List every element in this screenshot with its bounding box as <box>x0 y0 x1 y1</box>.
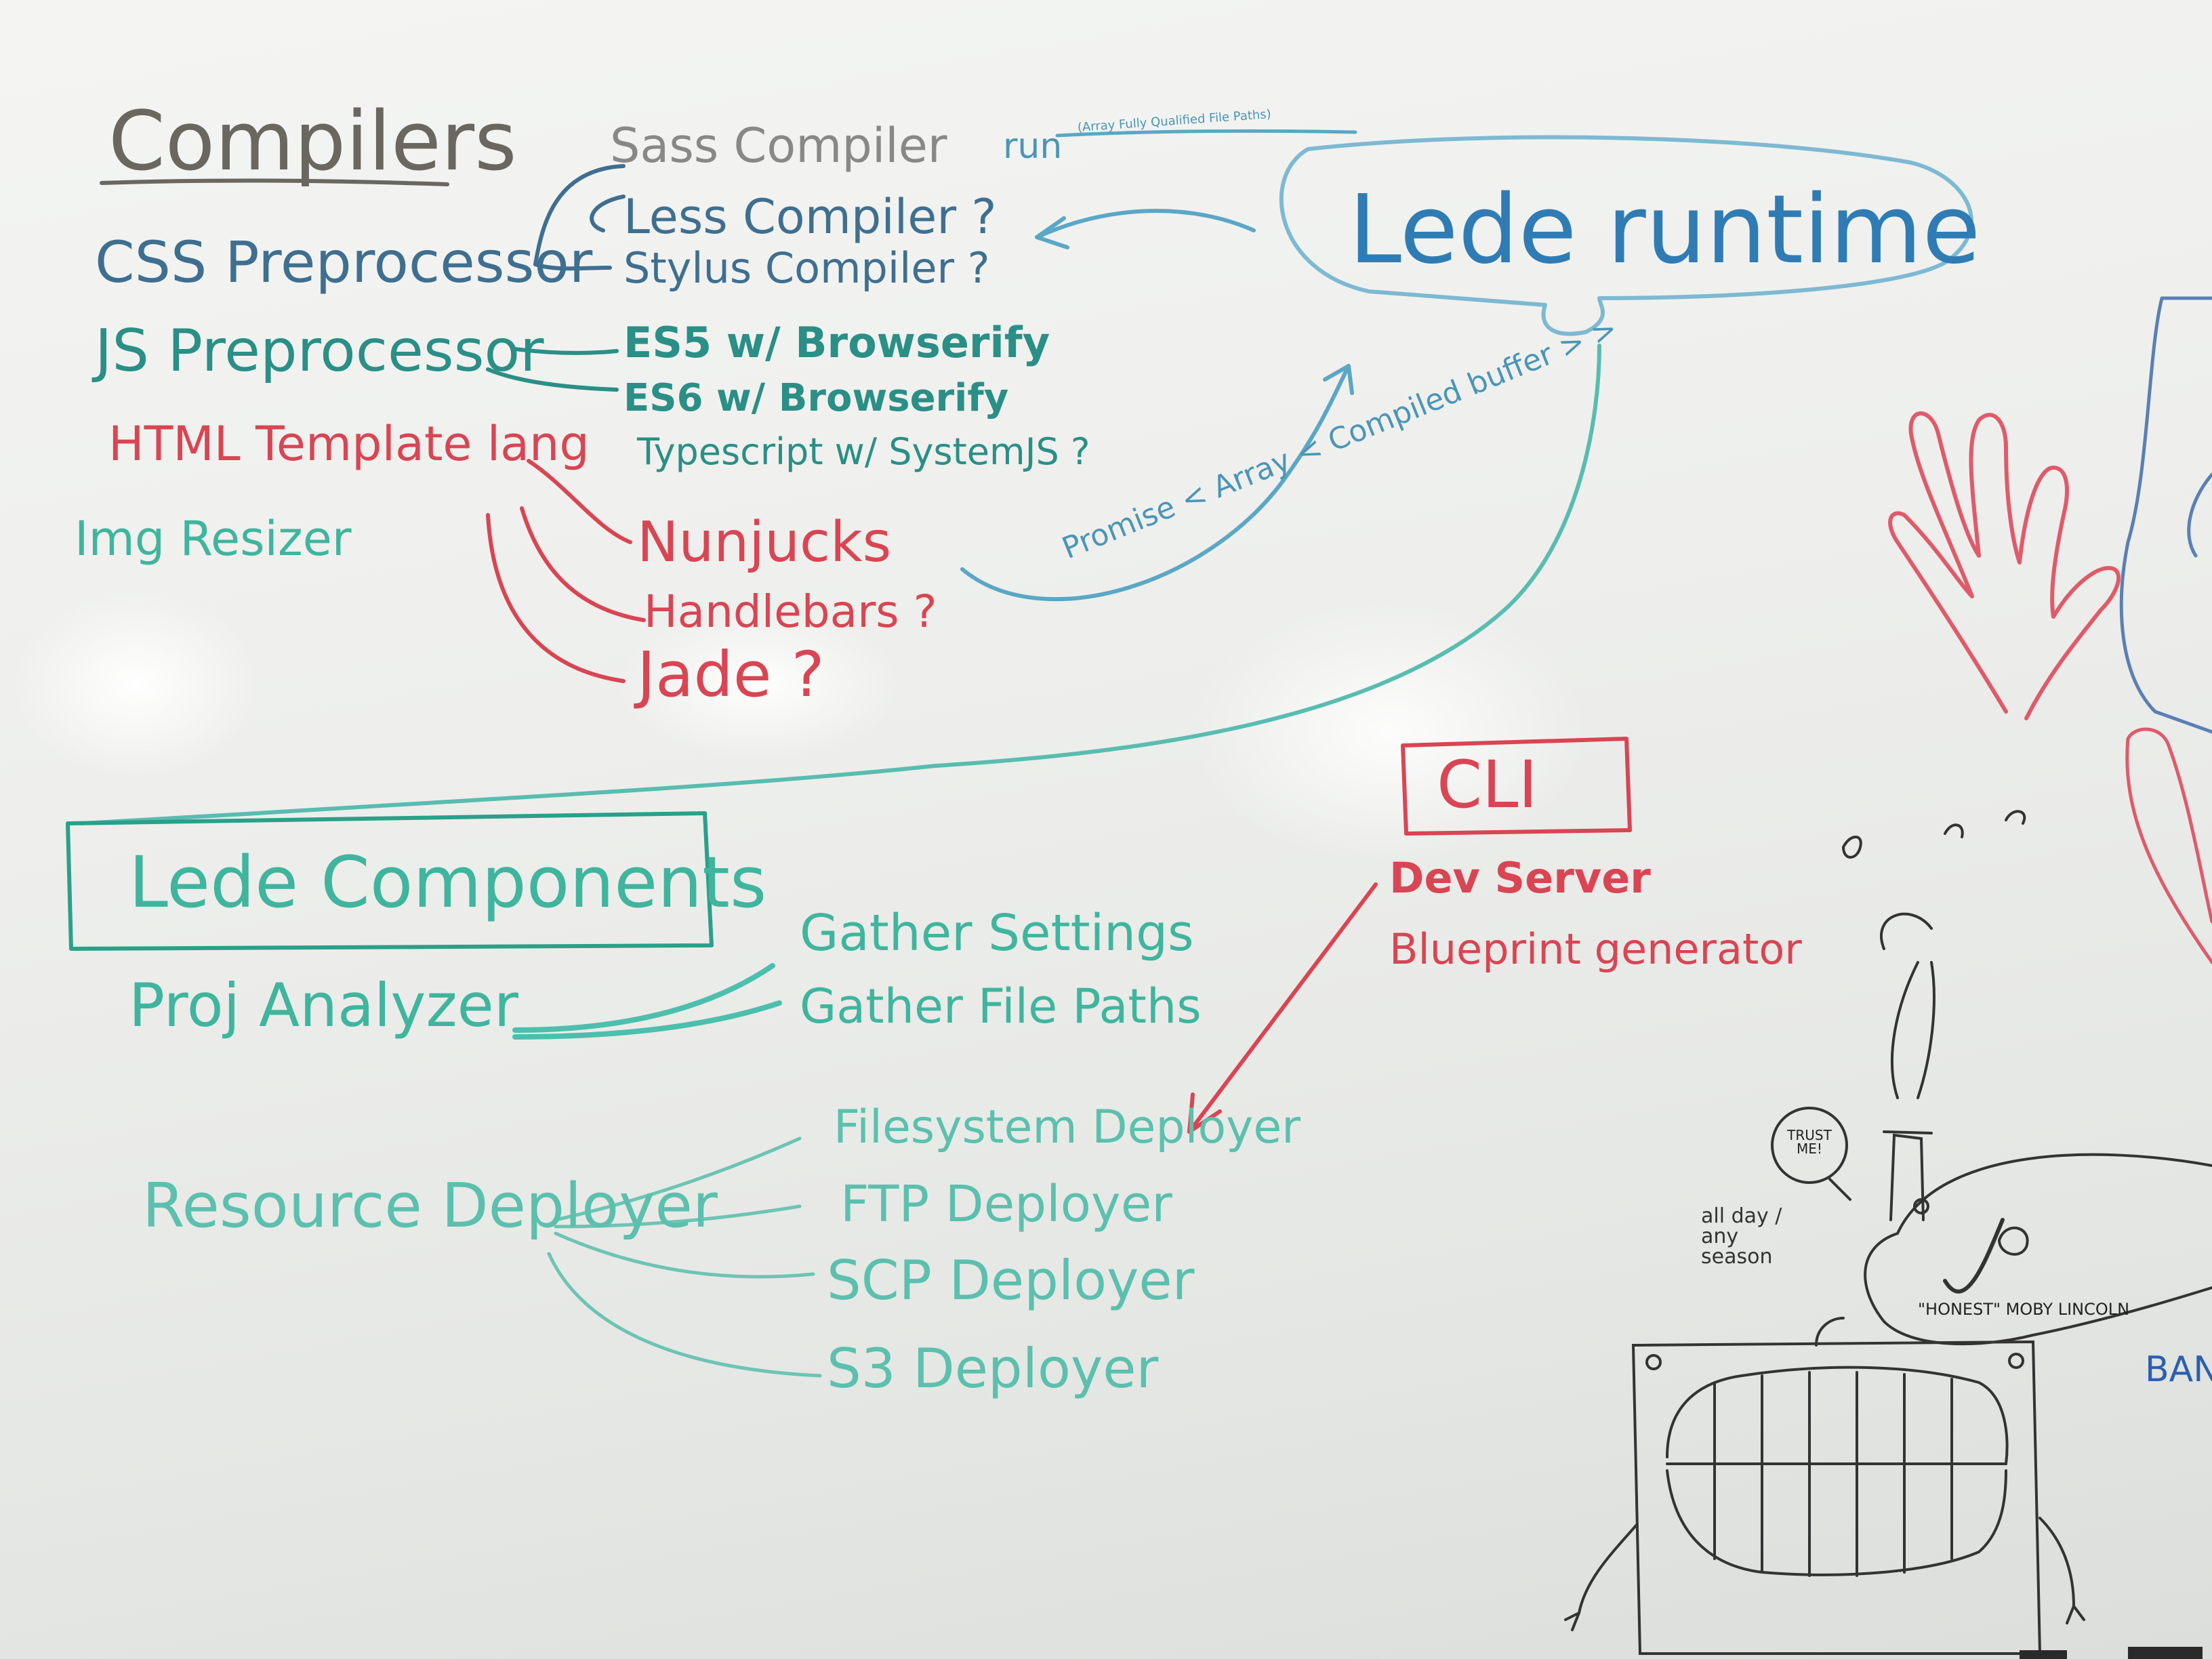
html-template-label: HTML Template lang <box>108 416 590 472</box>
cli-box <box>1401 737 1632 836</box>
run-label: run <box>1003 126 1063 167</box>
ftp-deployer-label: FTP Deployer <box>840 1175 1172 1233</box>
es6-label: ES6 w/ Browserify <box>623 376 1009 420</box>
handlebars-label: Handlebars ? <box>644 586 937 638</box>
honest-moby-label: "HONEST" MOBY LINCOLN <box>1918 1300 2130 1319</box>
jade-label: Jade ? <box>637 638 825 711</box>
css-preprocessor-label: CSS Preprocessor <box>95 229 593 295</box>
img-resizer-label: Img Resizer <box>75 511 352 567</box>
compilers-heading: Compilers <box>108 95 517 189</box>
scp-deployer-label: SCP Deployer <box>827 1249 1195 1312</box>
es5-label: ES5 w/ Browserify <box>623 318 1050 367</box>
teeth-box-drawing <box>1564 1317 2085 1655</box>
gather-file-paths-label: Gather File Paths <box>800 979 1202 1034</box>
stylus-compiler-label: Stylus Compiler ? <box>623 243 990 293</box>
js-preprocessor-label: JS Preprocessor <box>95 317 544 385</box>
sass-compiler-label: Sass Compiler <box>610 118 947 173</box>
lede-components-label: Lede Components <box>129 841 767 924</box>
filesystem-deployer-label: Filesystem Deployer <box>834 1101 1301 1154</box>
proj-analyzer-label: Proj Analyzer <box>129 970 518 1040</box>
lede-components-box <box>66 811 714 951</box>
cli-label: CLI <box>1437 747 1538 823</box>
blueprint-generator-label: Blueprint generator <box>1389 924 1802 974</box>
typescript-label: Typescript w/ SystemJS ? <box>637 430 1090 473</box>
nunjucks-label: Nunjucks <box>637 510 892 575</box>
trust-me-label: TRUST ME! <box>1787 1127 1832 1157</box>
lede-runtime-label: Lede runtime <box>1349 175 1981 285</box>
dev-server-label: Dev Server <box>1389 853 1651 903</box>
lede-runtime-bubble <box>1279 135 1973 336</box>
s3-deployer-label: S3 Deployer <box>827 1337 1159 1400</box>
season-label: all day / any season <box>1701 1204 1782 1269</box>
gather-settings-label: Gather Settings <box>800 904 1194 962</box>
compilers-underline <box>100 178 449 186</box>
whale-drawing <box>1771 810 2212 1346</box>
resource-deployer-label: Resource Deployer <box>142 1170 718 1242</box>
less-compiler-label: Less Compiler ? <box>623 189 997 245</box>
runtime-tail <box>79 344 1601 825</box>
ban-label: BAN <box>2145 1349 2212 1390</box>
red-hand-drawing <box>1888 411 2121 720</box>
